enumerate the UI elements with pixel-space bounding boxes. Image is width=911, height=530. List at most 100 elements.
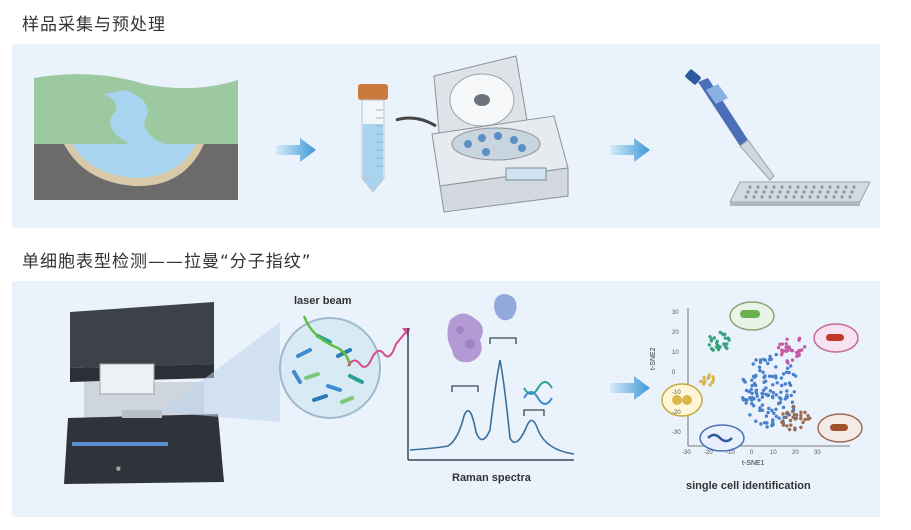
- tsne-point: [780, 383, 784, 388]
- river-landscape-icon: [34, 74, 238, 200]
- tsne-point: [791, 415, 795, 419]
- plate-well: [836, 185, 840, 189]
- pipette-icon: [685, 69, 775, 181]
- tsne-point: [774, 414, 778, 418]
- section-title-sample-prep: 样品采集与预处理: [22, 15, 166, 35]
- plate-well: [744, 195, 748, 199]
- plate-well: [770, 190, 774, 194]
- plate-well: [772, 185, 776, 189]
- tsne-xtick: 30: [814, 450, 821, 456]
- tsne-point: [785, 366, 790, 370]
- tsne-point: [754, 374, 758, 378]
- tsne-point: [788, 418, 793, 423]
- tsne-point: [767, 406, 771, 411]
- tsne-point: [774, 393, 779, 397]
- tsne-point: [792, 405, 796, 409]
- tsne-point: [708, 383, 712, 387]
- tsne-point: [752, 397, 756, 401]
- tsne-point: [780, 420, 784, 424]
- tsne-point: [799, 413, 803, 418]
- plate-well: [832, 195, 836, 199]
- tsne-point: [757, 365, 762, 369]
- plate-well: [804, 185, 808, 189]
- tsne-point: [781, 423, 786, 427]
- zoom-lines: [160, 322, 280, 422]
- tsne-ytick: 30: [672, 310, 679, 316]
- tsne-point: [803, 417, 807, 422]
- tsne-point: [750, 378, 754, 382]
- tsne-point: [797, 353, 801, 358]
- plate-well: [808, 195, 812, 199]
- tsne-point: [702, 380, 707, 384]
- tsne-ytick: -10: [672, 390, 681, 396]
- well-plate-icon: [729, 181, 871, 206]
- plate-well: [810, 190, 814, 194]
- tsne-point: [760, 408, 765, 412]
- plate-well: [786, 190, 790, 194]
- tsne-point: [801, 420, 805, 425]
- plate-well: [844, 185, 848, 189]
- tsne-point: [799, 425, 803, 430]
- plate-well: [784, 195, 788, 199]
- tsne-point: [751, 362, 755, 366]
- plate-well: [764, 185, 768, 189]
- tsne-point: [768, 389, 773, 393]
- tsne-point: [777, 416, 781, 420]
- tsne-point: [741, 396, 745, 400]
- tsne-point: [775, 381, 779, 385]
- tsne-point: [803, 410, 807, 415]
- tsne-point: [808, 416, 812, 420]
- tsne-point: [750, 391, 754, 396]
- tsne-point: [754, 419, 758, 423]
- tsne-point: [777, 401, 781, 406]
- plate-well: [820, 185, 824, 189]
- plate-well: [816, 195, 820, 199]
- tsne-point: [771, 391, 776, 395]
- dna-icon: [523, 381, 553, 405]
- tsne-point: [761, 370, 765, 374]
- tsne-point: [776, 345, 781, 350]
- tsne-point: [790, 400, 795, 404]
- flow-arrow-3: [610, 376, 650, 400]
- plate-well: [788, 185, 792, 189]
- tsne-point: [714, 345, 719, 349]
- tsne-point: [715, 339, 719, 344]
- tsne-point: [785, 337, 789, 341]
- tsne-point: [722, 333, 726, 337]
- tsne-point: [708, 335, 712, 339]
- plate-well: [748, 185, 752, 189]
- plate-well: [842, 190, 846, 194]
- tsne-point: [763, 358, 768, 362]
- tsne-point: [791, 372, 795, 377]
- tsne-point: [741, 377, 745, 382]
- plate-well: [776, 195, 780, 199]
- tsne-point: [781, 412, 785, 416]
- tsne-point: [779, 397, 783, 401]
- tsne-point: [789, 423, 793, 427]
- plate-well: [826, 190, 830, 194]
- tsne-point: [723, 336, 728, 340]
- tsne-xtick: -20: [704, 450, 713, 456]
- tsne-point: [771, 383, 775, 387]
- tsne-point: [770, 408, 774, 413]
- tsne-point: [778, 342, 782, 346]
- plate-well: [850, 190, 854, 194]
- tsne-point: [787, 381, 792, 385]
- tsne-point: [783, 382, 787, 386]
- tsne-ylabel: t-SNE2: [650, 347, 657, 370]
- tsne-point: [707, 343, 712, 347]
- tsne-point: [761, 392, 765, 396]
- tsne-point: [711, 375, 715, 379]
- centrifuge-icon: [395, 55, 569, 213]
- tsne-point: [764, 386, 768, 390]
- tsne-point: [711, 378, 716, 382]
- tsne-point: [779, 376, 784, 380]
- tsne-point: [753, 383, 758, 388]
- tsne-point: [750, 384, 754, 388]
- tsne-xtick: 20: [792, 450, 799, 456]
- tsne-point: [784, 415, 788, 419]
- plate-well: [852, 185, 856, 189]
- tsne-point: [718, 345, 722, 349]
- tsne-point: [794, 416, 799, 420]
- plate-well: [828, 185, 832, 189]
